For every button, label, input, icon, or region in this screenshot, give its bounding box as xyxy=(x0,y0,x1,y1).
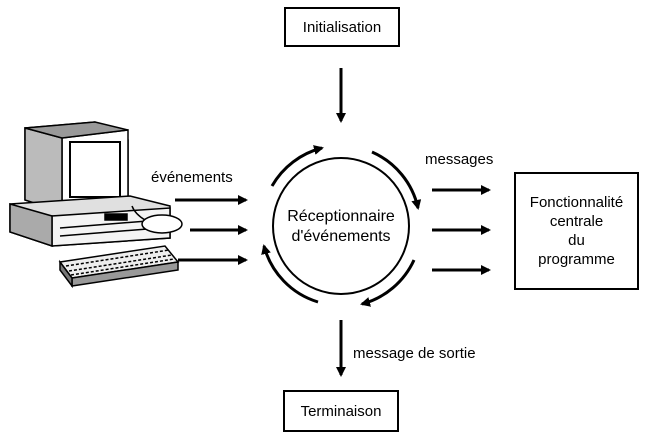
loop-arrow-top-left xyxy=(270,145,324,187)
message-arrows xyxy=(432,185,491,275)
exit-message-label: message de sortie xyxy=(353,345,476,362)
events-label: événements xyxy=(151,169,233,186)
initialisation-box: Initialisation xyxy=(284,7,400,47)
event-receiver-line-2: d'événements xyxy=(291,228,391,245)
core-label-line-3: du xyxy=(568,232,585,249)
core-functionality-box: Fonctionnalité centrale du programme xyxy=(514,172,639,290)
core-label-line-2: centrale xyxy=(549,213,604,230)
event-receiver-label: Réceptionnaire d'événements xyxy=(271,207,411,247)
core-label-line-1: Fonctionnalité xyxy=(529,194,624,211)
loop-arrow-bottom-left xyxy=(261,244,319,304)
terminaison-box: Terminaison xyxy=(283,390,399,432)
event-arrows xyxy=(175,195,248,265)
messages-label: messages xyxy=(425,151,494,168)
event-receiver-circle xyxy=(272,157,410,295)
core-label-line-4: programme xyxy=(538,251,615,268)
initialisation-label: Initialisation xyxy=(302,18,382,36)
event-receiver-line-1: Réceptionnaire xyxy=(287,208,395,225)
terminaison-label: Terminaison xyxy=(300,402,382,420)
desktop-computer-icon xyxy=(9,121,183,289)
loop-arrow-top-right xyxy=(371,150,422,210)
core-functionality-label: Fonctionnalité centrale du programme xyxy=(530,193,623,269)
loop-arrows xyxy=(261,145,422,307)
loop-arrow-bottom-right xyxy=(360,259,416,307)
